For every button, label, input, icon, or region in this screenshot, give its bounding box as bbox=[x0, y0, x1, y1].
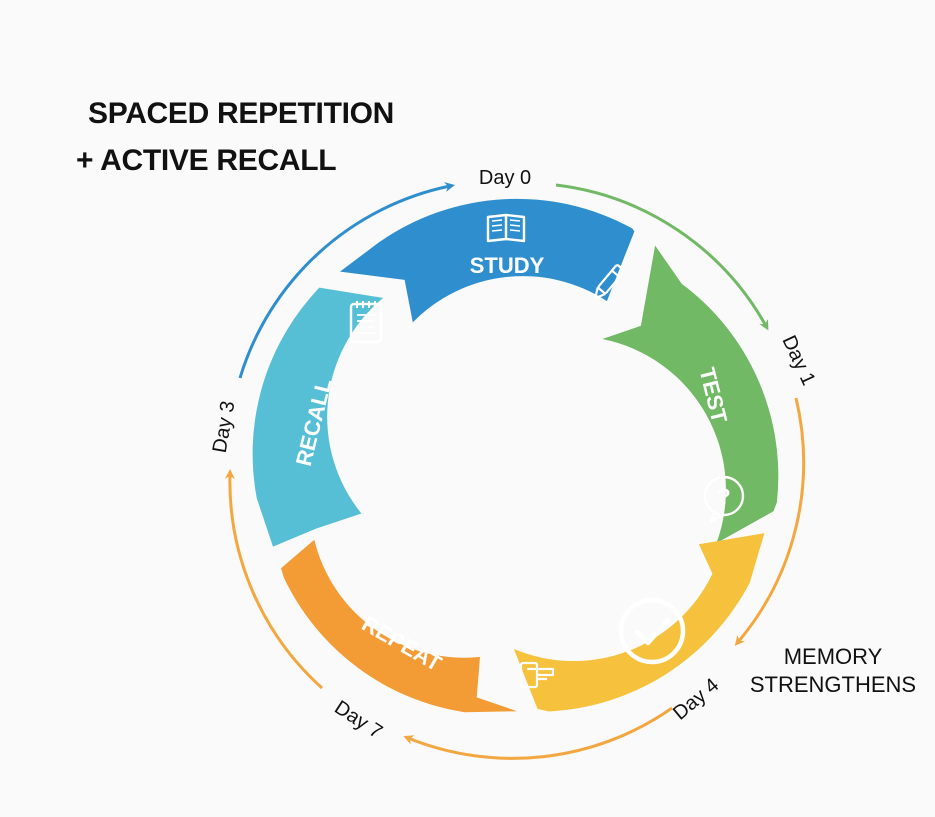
note-line-2: STRENGTHENS bbox=[749, 672, 917, 697]
note-line-1: MEMORY bbox=[783, 644, 883, 669]
svg-text:?: ? bbox=[717, 484, 730, 509]
segment-recall bbox=[252, 287, 384, 547]
day-label-day0: Day 0 bbox=[479, 167, 531, 189]
arc-day4-to-day7 bbox=[403, 706, 673, 760]
arc-day7-to-day3 bbox=[224, 469, 324, 690]
stage-label-study: STUDY bbox=[470, 253, 545, 278]
checkmark-circle-icon bbox=[618, 597, 686, 665]
segment-study bbox=[340, 198, 635, 323]
hand-pointer-icon bbox=[519, 661, 555, 689]
question-bubble-icon: ? bbox=[703, 475, 745, 524]
title-line-2: + ACTIVE RECALL bbox=[76, 144, 337, 177]
segment-test bbox=[602, 245, 779, 544]
segment-repeat bbox=[281, 539, 518, 713]
day-label-day7: Day 7 bbox=[330, 697, 386, 744]
notepad-icon bbox=[349, 301, 383, 344]
memory-strengthens-note: MEMORY STRENGTHENS bbox=[738, 643, 928, 699]
arc-day0-to-day1 bbox=[555, 183, 769, 331]
arc-day3-to-day0 bbox=[238, 182, 455, 379]
pen-icon bbox=[594, 264, 625, 300]
segment-memory bbox=[513, 533, 765, 712]
day-label-day1: Day 1 bbox=[777, 332, 819, 389]
title-line-1: SPACED REPETITION bbox=[88, 97, 395, 130]
arc-day1-to-day4 bbox=[734, 397, 806, 646]
day-label-day3: Day 3 bbox=[209, 399, 240, 454]
day-label-day4: Day 4 bbox=[669, 674, 723, 724]
book-icon bbox=[486, 213, 526, 243]
